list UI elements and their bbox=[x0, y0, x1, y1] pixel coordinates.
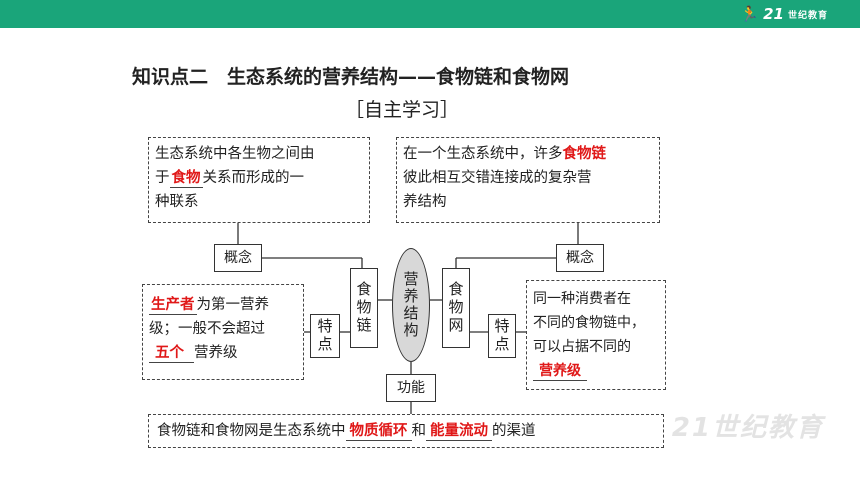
right-feature-answer: 营养级 bbox=[533, 362, 587, 381]
logo-text: 世纪教育 bbox=[787, 10, 828, 21]
bottom-answer-2: 能量流动 bbox=[426, 422, 492, 441]
right-feature-box: 同一种消费者在 不同的食物链中， 可以占据不同的 营养级 bbox=[526, 280, 666, 390]
food-web-box: 食物网 bbox=[442, 268, 470, 348]
right-feature-label: 特点 bbox=[488, 314, 516, 358]
right-concept-box: 在一个生态系统中，许多食物链 彼此相互交错连接成的复杂营 养结构 bbox=[396, 137, 660, 223]
left-concept-line-2: 于食物关系而形成的一 bbox=[155, 166, 363, 190]
watermark: 21世纪教育 bbox=[671, 413, 824, 443]
header-bar: 🏃 21 世纪教育 bbox=[0, 0, 860, 28]
bottom-text-1: 食物链和食物网是生态系统中 bbox=[157, 423, 346, 439]
logo-number: 21 bbox=[763, 5, 784, 23]
left-feature-text-1: 为第一营养 bbox=[196, 297, 270, 313]
right-feature-line-2: 不同的食物链中， bbox=[533, 315, 645, 331]
right-concept-answer: 食物链 bbox=[562, 146, 607, 162]
left-feature-line-1: 生产者为第一营养 bbox=[149, 293, 297, 317]
left-concept-text-2b: 关系而形成的一 bbox=[202, 170, 305, 186]
bottom-answer-1: 物质循环 bbox=[345, 422, 412, 441]
left-feature-line-2: 级；一般不会超过 bbox=[149, 321, 265, 337]
bottom-text-2: 和 bbox=[411, 423, 427, 439]
left-feature-answer-1: 生产者 bbox=[149, 297, 197, 315]
left-feature-answer-2: 五个 bbox=[149, 344, 194, 363]
left-concept-line-3: 种联系 bbox=[155, 194, 199, 210]
left-concept-answer: 食物 bbox=[169, 170, 203, 188]
left-concept-line-1: 生态系统中各生物之间由 bbox=[155, 146, 315, 162]
right-concept-line-2: 彼此相互交错连接成的复杂营 bbox=[403, 170, 592, 186]
left-concept-label: 概念 bbox=[214, 244, 262, 272]
nutrition-structure-label: 营养结构 bbox=[401, 271, 420, 339]
bottom-text-3: 的渠道 bbox=[492, 423, 536, 439]
page-subtitle: ［自主学习］ bbox=[345, 99, 460, 121]
page-title: 知识点二 生态系统的营养结构——食物链和食物网 bbox=[132, 66, 570, 88]
right-concept-label: 概念 bbox=[556, 244, 604, 272]
right-concept-line-1: 在一个生态系统中，许多食物链 bbox=[403, 142, 653, 166]
left-feature-text-3: 营养级 bbox=[194, 345, 238, 361]
left-feature-box: 生产者为第一营养 级；一般不会超过 五个营养级 bbox=[142, 284, 304, 380]
left-concept-box: 生态系统中各生物之间由 于食物关系而形成的一 种联系 bbox=[148, 137, 370, 223]
right-feature-line-1: 同一种消费者在 bbox=[533, 291, 631, 307]
food-chain-box: 食物链 bbox=[350, 268, 378, 348]
runner-icon: 🏃 bbox=[740, 5, 760, 23]
left-feature-line-3: 五个营养级 bbox=[149, 341, 297, 365]
right-concept-text-1a: 在一个生态系统中，许多 bbox=[403, 146, 563, 162]
brand-logo: 🏃 21 世纪教育 bbox=[740, 4, 828, 24]
right-feature-line-4: 营养级 bbox=[533, 359, 659, 383]
right-concept-line-3: 养结构 bbox=[403, 194, 447, 210]
right-feature-line-3: 可以占据不同的 bbox=[533, 339, 631, 355]
bottom-statement-box: 食物链和食物网是生态系统中物质循环和能量流动的渠道 bbox=[148, 414, 664, 448]
left-feature-label: 特点 bbox=[310, 314, 340, 358]
left-concept-text-2a: 于 bbox=[155, 170, 170, 186]
nutrition-structure-oval: 营养结构 bbox=[392, 248, 430, 362]
function-box: 功能 bbox=[386, 374, 436, 402]
